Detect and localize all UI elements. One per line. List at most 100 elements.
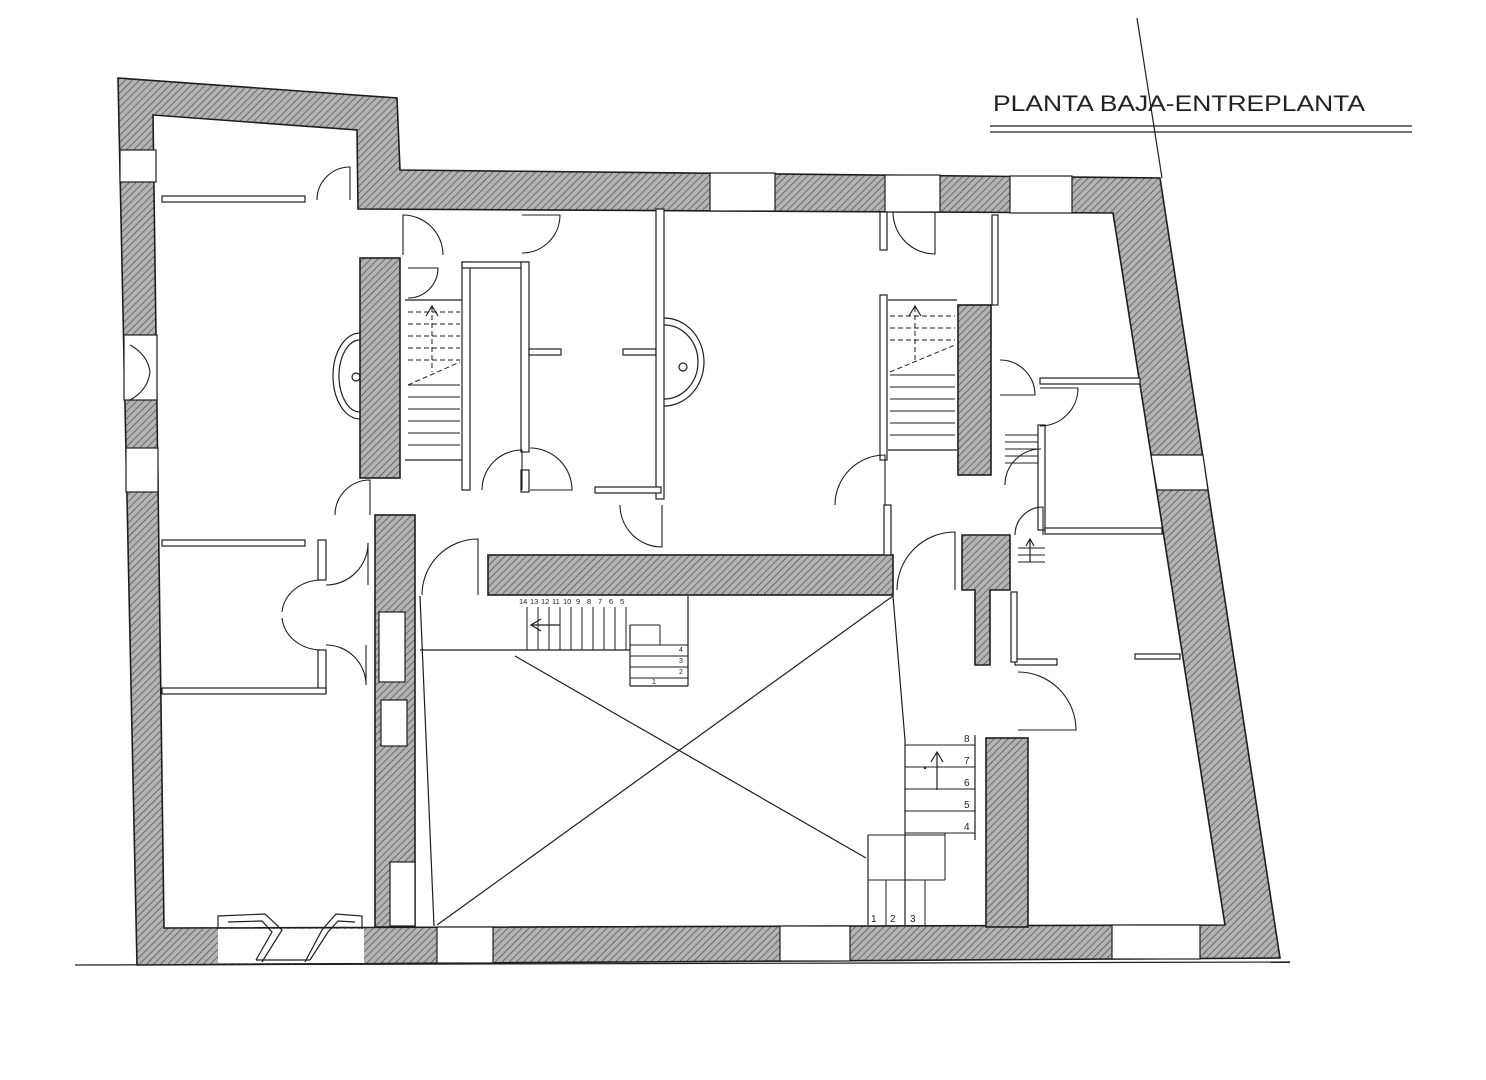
stair-step-number: 7 bbox=[964, 756, 970, 767]
stair-step-number: 8 bbox=[587, 597, 591, 606]
window-south-1 bbox=[436, 926, 494, 964]
stair-northwest bbox=[405, 299, 462, 461]
partition bbox=[161, 195, 306, 203]
partition bbox=[1010, 591, 1018, 663]
partition bbox=[317, 539, 327, 581]
column-mark-east bbox=[678, 362, 688, 372]
door-swing bbox=[316, 166, 351, 201]
exterior-wall bbox=[117, 77, 1281, 966]
stair-step-number: 11 bbox=[552, 597, 560, 606]
door-swing bbox=[325, 644, 367, 686]
door-opening-west bbox=[123, 334, 158, 401]
stair-step-number: 1 bbox=[652, 679, 656, 686]
niche-arc-east-outer bbox=[663, 317, 705, 407]
door-opening-north bbox=[884, 174, 941, 213]
partition bbox=[879, 294, 888, 461]
stair-step-number: 4 bbox=[964, 822, 970, 833]
window-south-2 bbox=[779, 925, 851, 962]
windows bbox=[119, 149, 1209, 964]
stair-step-number: 5 bbox=[620, 597, 624, 606]
window-courtyard-3 bbox=[389, 861, 416, 927]
niche-left-outline bbox=[217, 913, 283, 963]
double-door-swing bbox=[129, 344, 151, 401]
courtyard-edge-east bbox=[892, 595, 906, 741]
partition bbox=[1044, 527, 1163, 535]
stair-up-arrow-icon bbox=[908, 304, 922, 317]
niche-left-inner bbox=[227, 920, 273, 961]
doors bbox=[129, 166, 1079, 731]
courtyard bbox=[419, 595, 906, 927]
partition bbox=[1037, 424, 1046, 531]
bay-window-niche bbox=[217, 913, 364, 963]
niche-arc-west-inner bbox=[338, 339, 361, 413]
door-swing bbox=[421, 538, 479, 596]
partition bbox=[461, 261, 471, 491]
niche-arc-east-inner bbox=[663, 324, 699, 400]
stair-step-number: 6 bbox=[964, 778, 970, 789]
niche-opening bbox=[218, 929, 364, 963]
partition bbox=[883, 504, 892, 556]
window-east bbox=[1150, 454, 1209, 491]
partitions bbox=[161, 195, 1181, 695]
stair-up-arrow-icon bbox=[1025, 537, 1035, 547]
interior-walls bbox=[359, 257, 1029, 928]
stair-step-number: 2 bbox=[679, 669, 683, 676]
stair-arrow-left-icon bbox=[529, 618, 542, 632]
stair-step-number: 3 bbox=[910, 914, 916, 925]
stair-core-wall-east bbox=[957, 304, 992, 476]
stair-step-number: 14 bbox=[519, 597, 527, 606]
partition bbox=[622, 348, 657, 356]
door-swing bbox=[999, 359, 1036, 396]
stair-courtyard-north: 14 13 12 11 10 9 8 7 6 5 4 3 2 1 bbox=[519, 596, 689, 687]
partition bbox=[1014, 658, 1058, 666]
courtyard-void-diagonal bbox=[514, 655, 867, 859]
window-south-3 bbox=[1111, 924, 1201, 960]
stair-step-number: 2 bbox=[890, 914, 896, 925]
column-mark-west bbox=[351, 372, 361, 382]
door-swing bbox=[896, 531, 956, 591]
window-north-2 bbox=[1009, 175, 1073, 214]
stair-step-number: 7 bbox=[598, 597, 602, 606]
partition bbox=[528, 348, 562, 356]
double-door-swing bbox=[281, 579, 321, 651]
door-swing bbox=[1004, 448, 1042, 486]
stair-core-wall-west bbox=[359, 257, 401, 479]
window-west-1 bbox=[119, 149, 157, 183]
partition bbox=[520, 469, 530, 493]
stair-dot-mark bbox=[923, 766, 927, 770]
window-north-1 bbox=[709, 172, 776, 212]
stair-step-number: 4 bbox=[679, 647, 683, 654]
stair-step-number: 10 bbox=[563, 597, 571, 606]
door-swing bbox=[407, 267, 439, 299]
door-swing bbox=[481, 449, 523, 491]
window-west-2 bbox=[125, 447, 159, 493]
stair-step-number: 3 bbox=[679, 658, 683, 665]
partition bbox=[520, 261, 530, 453]
stair-step-number: 12 bbox=[541, 597, 549, 606]
door-swing bbox=[521, 214, 561, 254]
courtyard-edge-west bbox=[419, 595, 435, 927]
door-swing bbox=[1017, 671, 1077, 731]
door-swing bbox=[892, 211, 936, 255]
door-swing bbox=[619, 504, 663, 548]
stair-step-number: 9 bbox=[576, 597, 580, 606]
niche-right-outline bbox=[304, 913, 363, 963]
stair-step-number: 13 bbox=[530, 597, 538, 606]
stair-northeast bbox=[888, 299, 957, 451]
east-wing-wall bbox=[961, 534, 1011, 666]
reference-line-diagonal bbox=[1136, 17, 1163, 179]
stair-step-number: 5 bbox=[964, 800, 970, 811]
stair-break-line bbox=[889, 344, 956, 373]
courtyard-wall-north bbox=[487, 554, 894, 596]
door-swing bbox=[402, 214, 444, 256]
door-swing bbox=[834, 454, 886, 506]
partition bbox=[991, 214, 999, 306]
window-courtyard-2 bbox=[380, 699, 408, 747]
partition bbox=[594, 486, 662, 494]
partition bbox=[161, 687, 327, 695]
door-swing bbox=[1039, 387, 1079, 427]
partition bbox=[655, 208, 665, 500]
partition bbox=[161, 539, 306, 547]
